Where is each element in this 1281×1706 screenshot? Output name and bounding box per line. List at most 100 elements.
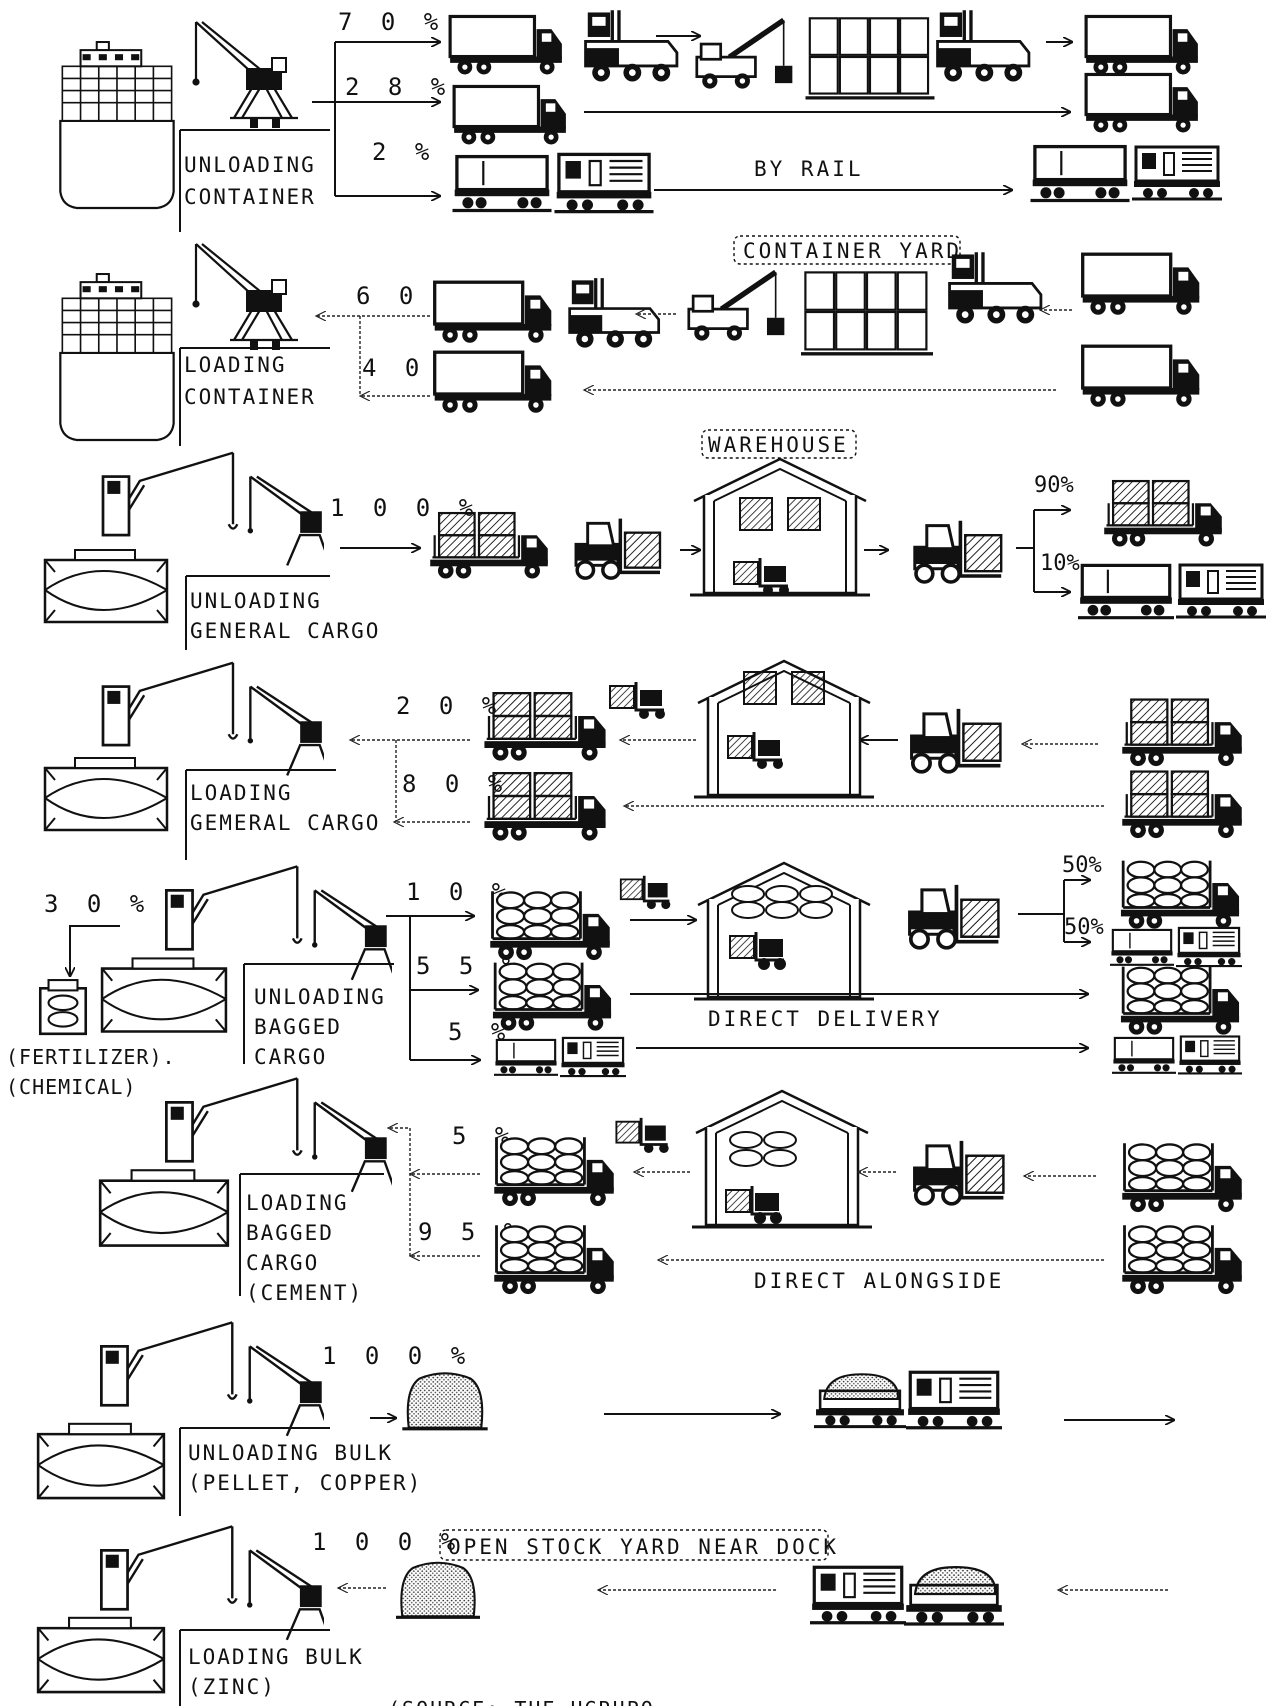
percentage-label: 3 0 % [44,890,151,918]
container-truck-icon [450,16,562,74]
bag-truck-icon [1122,1225,1241,1294]
cargo-type-label: (CHEMICAL) [6,1075,136,1099]
process-label-line: LOADING [246,1191,349,1215]
ship-cranes-icon [101,1322,330,1435]
route-label: DIRECT DELIVERY [708,1007,943,1031]
bulk-pile-icon [396,1563,480,1618]
process-bracket [180,130,330,232]
locomotive-icon [1176,565,1266,617]
route-label: OPEN STOCK YARD NEAR DOCK [448,1535,839,1559]
bulk-pile-icon [402,1373,487,1428]
percentage-label: 90% [1034,473,1074,498]
reach-stacker-icon [697,20,793,88]
percentage-label: 2 % [372,138,436,166]
container-ship-icon [60,42,173,208]
percentage-label: 1 0 0 % [322,1342,472,1370]
route-label: DIRECT ALONGSIDE [754,1269,1004,1293]
cargo-truck-icon [430,513,548,578]
cargo-truck-icon [484,773,605,840]
row-loading-bulk: LOADING BULK (ZINC) 1 0 0 % OPEN STOCK Y… [38,1526,1168,1706]
row-loading-bagged-cargo: LOADING BAGGED CARGO (CEMENT) 5 % 9 5 % … [100,1078,1242,1305]
forklift-icon [910,885,999,948]
bag-truck-icon [494,1225,613,1294]
general-cargo-ship-icon [38,1618,164,1692]
process-label-line: LOADING [184,353,287,377]
forklift-icon [915,521,1001,582]
locomotive-icon [1176,928,1242,966]
process-label-line: LOADING [190,781,293,805]
bulk-rail-car-icon [904,1567,1004,1624]
general-cargo-ship-icon [45,758,167,830]
process-label-line: CARGO [254,1045,327,1069]
bag-truck-icon [493,963,611,1031]
ship-cranes-icon [103,453,331,566]
locomotive-icon [1178,1037,1242,1074]
general-cargo-ship-icon [45,550,167,622]
process-label-line: (ZINC) [188,1675,276,1699]
warehouse-icon [694,863,874,999]
route-label: CONTAINER YARD [743,239,962,263]
ship-cranes-icon [103,663,331,776]
locomotive-icon [1132,147,1222,199]
portal-crane-icon [194,22,299,128]
process-label-line: UNLOADING BULK [188,1441,393,1465]
container-truck-icon [1083,346,1200,407]
bag-truck-icon [490,891,609,960]
process-label-line: BAGGED [246,1221,334,1245]
process-label-line: GEMERAL CARGO [190,811,380,835]
container-truck-icon [1086,16,1198,74]
row-unloading-general-cargo: UNLOADING GENERAL CARGO 1 0 0 % WAREHOUS… [45,430,1266,650]
reach-stacker-icon [689,272,785,340]
container-stack-icon [801,272,933,353]
cargo-type-label: (FERTILIZER). [6,1045,176,1069]
forklift-icon [912,709,1001,772]
process-label-line: UNLOADING [190,589,322,613]
bag-truck-icon [1121,861,1239,929]
container-stack-icon [806,18,935,98]
forklift-icon [915,1141,1004,1204]
bulk-rail-car-icon [814,1374,906,1426]
container-truck-icon [1083,254,1200,315]
rail-wagon-icon [494,1040,558,1075]
process-label-line: UNLOADING [184,153,316,177]
percentage-label: 2 0 % [396,692,503,720]
general-cargo-ship-icon [100,1170,228,1245]
process-label-line: CARGO [246,1251,319,1275]
cargo-truck-icon [1122,700,1241,767]
forklift-icon [610,682,665,719]
locomotive-icon [810,1567,906,1622]
general-cargo-ship-icon [102,958,226,1031]
bag-truck-icon [1122,1143,1241,1212]
process-label-line: BAGGED [254,1015,342,1039]
process-label-line: LOADING BULK [188,1645,364,1669]
rail-wagon-icon [1078,565,1174,617]
process-label-line: CONTAINER [184,385,316,409]
row-unloading-container: UNLOADING CONTAINER 7 0 % 2 8 % 2 % BY R… [60,8,1222,232]
process-label-line: (CEMENT) [246,1281,363,1305]
general-cargo-ship-icon [38,1424,164,1498]
container-ship-icon [60,274,173,440]
straddle-carrier-icon [570,278,659,347]
portal-crane-icon [194,244,299,350]
row-unloading-bagged-cargo: 3 0 % (FERTILIZER). (CHEMICAL) UNLOADING… [6,853,1242,1099]
process-label-line: UNLOADING [254,985,386,1009]
percentage-label: 2 8 % [345,73,452,101]
percentage-label: 10% [1040,551,1080,576]
rail-wagon-icon [453,157,552,211]
straddle-carrier-icon [938,10,1029,81]
container-truck-icon [435,352,552,413]
bag-truck-icon [494,1137,613,1206]
locomotive-icon [555,154,654,211]
forklift-icon [616,1118,668,1153]
process-label-line: (PELLET, COPPER) [188,1471,422,1495]
process-label-line: GENERAL CARGO [190,619,380,643]
row-loading-container: LOADING CONTAINER 6 0 % 4 0 % CONTAINER … [60,236,1199,446]
container-truck-icon [1086,74,1198,132]
locomotive-icon [906,1372,1002,1427]
process-label-line: CONTAINER [184,185,316,209]
route-label: BY RAIL [754,157,864,181]
warehouse-icon [694,661,874,797]
cargo-truck-icon [1122,772,1241,839]
straddle-carrier-icon [586,10,677,81]
